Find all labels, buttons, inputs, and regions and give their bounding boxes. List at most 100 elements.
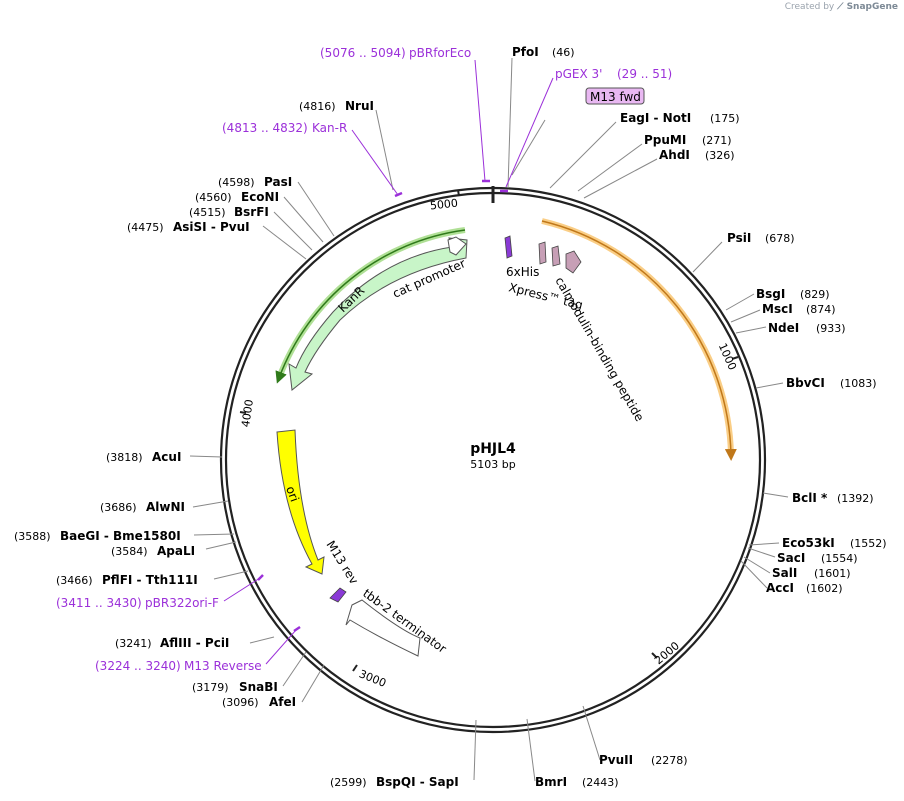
svg-text:(4816): (4816) xyxy=(299,100,336,113)
feature-cat-promoter xyxy=(447,236,467,256)
enzyme-site-econi: (4560) EcoNI xyxy=(195,190,279,204)
enzyme-site-afei: (3096) AfeI xyxy=(222,695,296,709)
svg-text:BsrFI: BsrFI xyxy=(234,205,269,219)
orange-arc xyxy=(541,220,737,461)
enzyme-site-msci: MscI (874) xyxy=(762,302,836,316)
plasmid-length: 5103 bp xyxy=(470,458,515,471)
svg-text:(3241): (3241) xyxy=(115,637,152,650)
svg-text:PpuMI: PpuMI xyxy=(644,133,686,147)
svg-text:(4560): (4560) xyxy=(195,191,232,204)
enzyme-site-sali: SalI (1601) xyxy=(772,566,851,580)
svg-text:BmrI: BmrI xyxy=(535,775,567,789)
enzyme-site-saci: SacI (1554) xyxy=(777,551,858,565)
feature-label-calmodulin: calmodulin-binding peptide xyxy=(552,275,646,424)
primer-kan-r: (4813 .. 4832) Kan-R xyxy=(222,121,347,135)
svg-text:Kan-R: Kan-R xyxy=(312,121,347,135)
svg-text:(3466): (3466) xyxy=(56,574,93,587)
enzyme-site-ppumi: PpuMI (271) xyxy=(644,133,732,147)
svg-text:AlwNI: AlwNI xyxy=(146,500,185,514)
svg-text:(1602): (1602) xyxy=(806,582,843,595)
svg-text:(2278): (2278) xyxy=(651,754,688,767)
svg-text:AfeI: AfeI xyxy=(269,695,296,709)
tick-label-4000: 4000 xyxy=(239,398,256,428)
plasmid-name: pHJL4 xyxy=(470,441,516,457)
svg-text:SalI: SalI xyxy=(772,566,797,580)
svg-text:(3411 .. 3430): (3411 .. 3430) xyxy=(56,596,142,610)
svg-text:SnaBI: SnaBI xyxy=(239,680,278,694)
enzyme-site-psii: PsiI (678) xyxy=(727,231,795,245)
svg-text:EagI - NotI: EagI - NotI xyxy=(620,111,691,125)
svg-text:Eco53kI: Eco53kI xyxy=(782,536,835,550)
enzyme-site-alwni: (3686) AlwNI xyxy=(100,500,185,514)
enzyme-site-ndei: NdeI (933) xyxy=(768,321,846,335)
tick-label-5000: 5000 xyxy=(429,197,458,213)
feature-label-ori: ori xyxy=(283,484,301,503)
enzyme-site-ahdi: AhdI (326) xyxy=(659,148,735,162)
enzyme-site-pvuii: PvuII (2278) xyxy=(599,753,688,767)
svg-text:(1601): (1601) xyxy=(814,567,851,580)
feature-xpress-tag xyxy=(538,241,547,265)
svg-text:(1554): (1554) xyxy=(821,552,858,565)
svg-text:(3096): (3096) xyxy=(222,696,259,709)
svg-text:ApaLI: ApaLI xyxy=(157,544,195,558)
enzyme-site-nrui: (4816) NruI xyxy=(299,99,374,113)
svg-text:(2599): (2599) xyxy=(330,776,367,789)
svg-text:(874): (874) xyxy=(806,303,836,316)
svg-text:PfoI: PfoI xyxy=(512,45,539,59)
svg-text:M13 Reverse: M13 Reverse xyxy=(184,659,262,673)
svg-text:(4813 .. 4832): (4813 .. 4832) xyxy=(222,121,308,135)
svg-text:(1552): (1552) xyxy=(850,537,887,550)
svg-text:(4598): (4598) xyxy=(218,176,255,189)
svg-text:pGEX 3': pGEX 3' xyxy=(555,67,602,81)
enzyme-site-acui: (3818) AcuI xyxy=(106,450,181,464)
svg-text:(4515): (4515) xyxy=(189,206,226,219)
credit-prefix: Created by xyxy=(784,2,835,12)
feature-m13-rev xyxy=(329,587,347,603)
enzyme-site-bsgi: BsgI (829) xyxy=(756,287,830,301)
credit-brand: SnapGene xyxy=(846,2,898,12)
svg-text:(326): (326) xyxy=(705,149,735,162)
svg-text:(5076 .. 5094): (5076 .. 5094) xyxy=(320,46,406,60)
primer-m13fwd: M13 fwd xyxy=(585,87,645,105)
svg-text:AcuI: AcuI xyxy=(152,450,181,464)
snapgene-logo: ⟋ xyxy=(837,2,847,12)
feature-label-m13-rev: M13 rev xyxy=(323,538,361,587)
label-leader-lines xyxy=(189,57,789,782)
feature-label-6xhis: 6xHis xyxy=(506,265,539,279)
svg-text:(829): (829) xyxy=(800,288,830,301)
svg-text:SacI: SacI xyxy=(777,551,805,565)
svg-text:MscI: MscI xyxy=(762,302,793,316)
svg-text:PsiI: PsiI xyxy=(727,231,751,245)
svg-text:(3588): (3588) xyxy=(14,530,51,543)
feature-calmodulin-binding-peptide xyxy=(565,250,582,274)
feature-tag-segment xyxy=(551,245,561,267)
svg-text:BaeGI - Bme1580I: BaeGI - Bme1580I xyxy=(60,529,181,543)
green-arc xyxy=(275,229,466,384)
enzyme-site-pfoi: PfoI (46) xyxy=(512,45,575,59)
primer-m13-reverse: (3224 .. 3240) M13 Reverse xyxy=(95,659,262,673)
svg-text:(4475): (4475) xyxy=(127,221,164,234)
svg-text:BspQI - SapI: BspQI - SapI xyxy=(376,775,459,789)
svg-text:(271): (271) xyxy=(702,134,732,147)
svg-text:AsiSI - PvuI: AsiSI - PvuI xyxy=(173,220,250,234)
plasmid-backbone xyxy=(219,186,767,734)
svg-text:(3818): (3818) xyxy=(106,451,143,464)
enzyme-site-apali: (3584) ApaLI xyxy=(111,544,195,558)
primer-markers xyxy=(257,179,508,633)
svg-text:(933): (933) xyxy=(816,322,846,335)
enzyme-site-bsrfi: (4515) BsrFI xyxy=(189,205,269,219)
svg-text:(678): (678) xyxy=(765,232,795,245)
snapgene-credit: Created by ⟋ SnapGene xyxy=(785,2,898,12)
svg-text:BsgI: BsgI xyxy=(756,287,785,301)
svg-text:EcoNI: EcoNI xyxy=(241,190,279,204)
primer-pbr322ori-f: (3411 .. 3430) pBR322ori-F xyxy=(56,596,219,610)
svg-text:(3686): (3686) xyxy=(100,501,137,514)
svg-text:pBR322ori-F: pBR322ori-F xyxy=(145,596,219,610)
svg-text:(29 .. 51): (29 .. 51) xyxy=(617,67,672,81)
svg-text:(46): (46) xyxy=(552,46,575,59)
svg-text:(1083): (1083) xyxy=(840,377,877,390)
enzyme-site-acci: AccI (1602) xyxy=(766,581,843,595)
svg-text:(2443): (2443) xyxy=(582,776,619,789)
svg-text:M13 fwd: M13 fwd xyxy=(590,90,641,104)
